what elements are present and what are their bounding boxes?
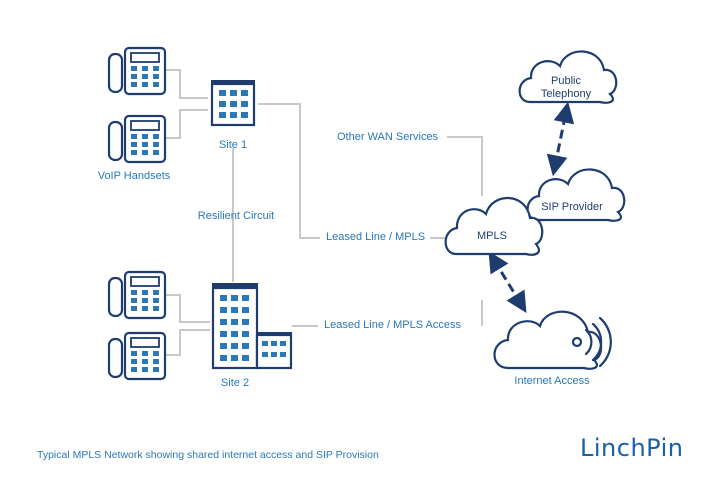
voip-handsets-label: VoIP Handsets	[97, 170, 171, 182]
mpls-label: MPLS	[477, 230, 507, 242]
phone-icon	[107, 331, 167, 381]
arrow-sip-public	[546, 101, 575, 177]
site1-label: Site 1	[218, 139, 248, 151]
site1-building-icon	[210, 80, 256, 127]
site2-label: Site 2	[220, 377, 250, 389]
other-wan-label: Other WAN Services	[337, 131, 439, 143]
leased-line-mpls-access-label: Leased Line / MPLS Access	[324, 319, 461, 331]
resilient-circuit-label: Resilient Circuit	[197, 210, 275, 222]
mpls-cloud-icon	[444, 196, 544, 256]
public-telephony-cloud-icon	[518, 50, 618, 104]
phone-icon	[107, 270, 167, 320]
wifi-signal-icon	[571, 316, 612, 368]
public-telephony-label-line2: Telephony	[540, 88, 592, 100]
sip-provider-label: SIP Provider	[541, 201, 603, 213]
internet-access-label: Internet Access	[514, 375, 590, 387]
internet-cloud-icon	[493, 310, 603, 370]
phone-icon	[107, 46, 167, 96]
connector-lines	[165, 69, 483, 356]
site2-building-icon	[211, 283, 293, 370]
linchpin-logo: LinchPin	[580, 434, 684, 462]
phone-icon	[107, 114, 167, 164]
sip-provider-cloud-icon	[526, 168, 626, 222]
arrow-mpls-internet	[488, 251, 527, 313]
public-telephony-label-line1: Public	[551, 75, 581, 87]
leased-line-mpls-label: Leased Line / MPLS	[326, 231, 426, 243]
diagram-caption: Typical MPLS Network showing shared inte…	[37, 449, 379, 461]
